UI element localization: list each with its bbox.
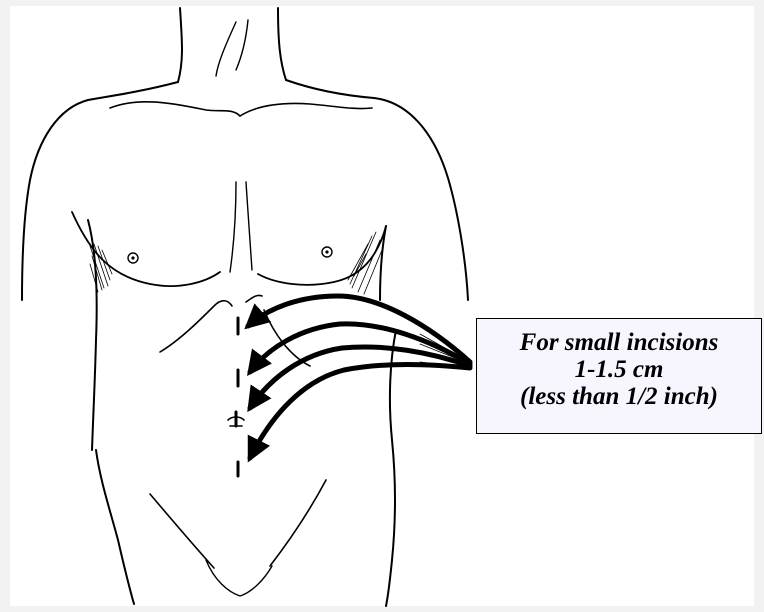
neck-outline-right	[278, 8, 286, 80]
callout-line-1: For small incisions	[477, 329, 761, 356]
neck-outline	[178, 8, 182, 82]
incision-size-callout: For small incisions 1-1.5 cm (less than …	[476, 318, 762, 434]
left-inner-arm	[88, 220, 97, 450]
left-nipple-center	[131, 256, 134, 259]
left-pectoral	[72, 212, 220, 286]
right-nipple-center	[325, 250, 328, 253]
sternum-line	[230, 182, 236, 272]
callout-line-3: (less than 1/2 inch)	[477, 383, 761, 410]
right-iliac-line	[270, 480, 326, 566]
right-shoulder	[286, 80, 468, 300]
arrow-to-incision-4	[250, 365, 470, 459]
pointer-arrows	[248, 296, 470, 458]
left-clavicle	[110, 102, 240, 116]
arrow-to-incision-1	[248, 296, 470, 362]
right-pectoral	[258, 226, 386, 285]
neck-muscle-line-2	[236, 20, 248, 70]
rib-margin-left	[160, 301, 232, 352]
callout-line-2: 1-1.5 cm	[477, 356, 761, 383]
left-flank	[96, 450, 118, 540]
rib-margin-right	[246, 295, 262, 302]
sternum-line-2	[246, 182, 252, 270]
neck-muscle-line	[216, 22, 236, 76]
groin-left	[118, 540, 134, 604]
groin-right	[386, 560, 392, 606]
incision-marks	[236, 318, 238, 476]
pubic-curve	[206, 560, 272, 596]
right-armpit-hatching	[348, 232, 382, 294]
left-shoulder	[22, 82, 178, 300]
left-iliac-line	[150, 494, 214, 568]
arrow-to-incision-3	[250, 347, 470, 408]
right-clavicle	[240, 104, 372, 117]
